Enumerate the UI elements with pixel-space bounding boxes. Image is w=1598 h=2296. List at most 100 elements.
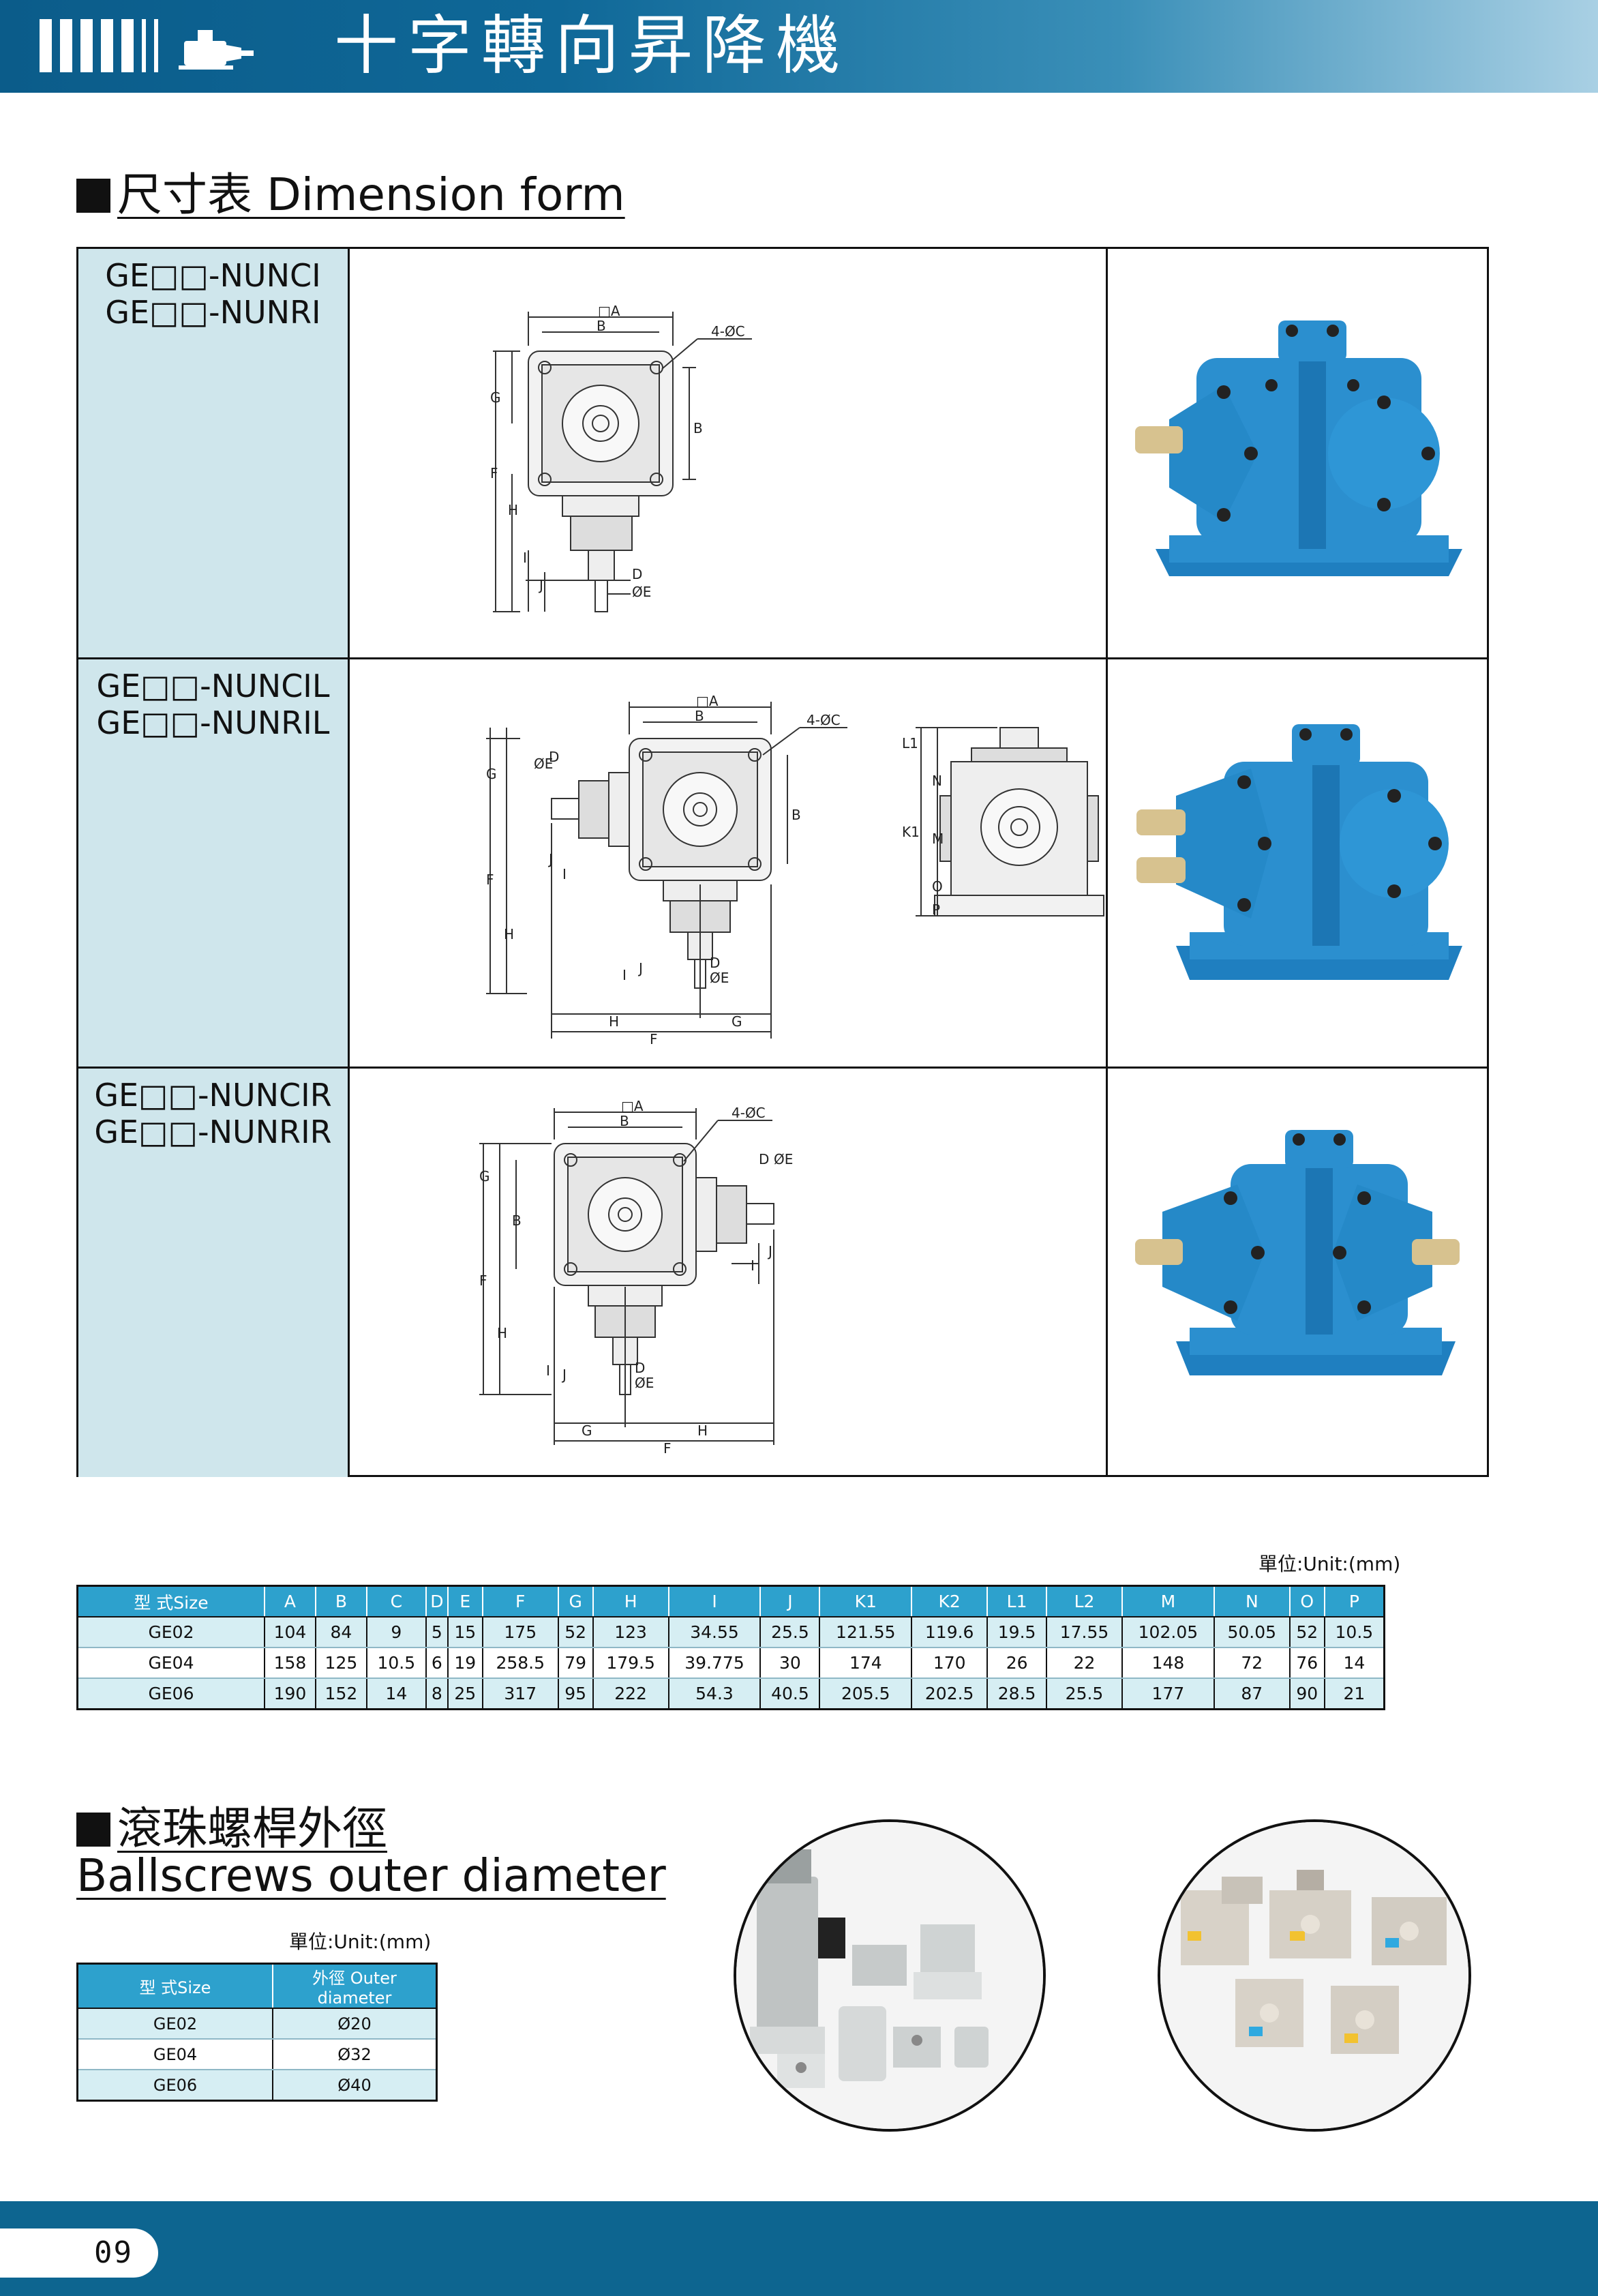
dim-label-d: D <box>549 749 559 765</box>
table-cell: 30 <box>759 1648 820 1679</box>
dimension-section-title: 尺寸表 Dimension form <box>76 158 625 224</box>
dim-label-a: □A <box>696 693 719 709</box>
dim-label-f: F <box>490 465 498 481</box>
model-row-nunci: GE□□-NUNCI GE□□-NUNRI <box>78 249 1487 659</box>
table-cell: 9 <box>365 1617 426 1648</box>
spec-header-o: O <box>1288 1585 1325 1617</box>
table-cell: 170 <box>911 1648 988 1679</box>
dim-label-a: □A <box>598 303 620 319</box>
table-cell: 79 <box>557 1648 593 1679</box>
table-cell: 25.5 <box>1046 1678 1122 1710</box>
dim-label-d: D <box>632 566 642 582</box>
ballscrew-section-title-en: Ballscrews outer diameter <box>76 1849 666 1902</box>
dim-label-f: F <box>663 1440 672 1457</box>
product-photo-cell <box>1108 659 1489 1067</box>
dim-label-h: H <box>697 1422 708 1439</box>
header-stripes-icon <box>40 19 158 72</box>
table-cell: 19 <box>447 1648 483 1679</box>
dim-label-o: O <box>932 878 943 895</box>
dim-label-j: J <box>547 851 553 867</box>
table-cell: 119.6 <box>911 1617 988 1648</box>
table-cell: Ø40 <box>272 2070 437 2102</box>
spec-header-d: D <box>425 1585 449 1617</box>
model-name: GE□□-NUNCIR <box>94 1077 332 1114</box>
ballscrew-title-zh-text: 滾珠螺桿外徑 <box>117 1802 387 1855</box>
table-cell: 104 <box>264 1617 316 1648</box>
dimension-section-title-text: 尺寸表 Dimension form <box>117 168 625 221</box>
dim-label-l1: L1 <box>902 735 918 751</box>
table-cell: 84 <box>314 1617 367 1648</box>
dim-label-i: I <box>546 1362 550 1379</box>
dia-header-outer-diameter: 外徑 Outer diameter <box>272 1963 437 2009</box>
table-cell: 17.55 <box>1046 1617 1122 1648</box>
spec-header-k2: K2 <box>911 1585 989 1617</box>
spec-header-j: J <box>759 1585 821 1617</box>
table-cell: GE02 <box>77 2008 273 2040</box>
table-cell: 10.5 <box>1323 1617 1385 1648</box>
page-title: 十字轉向昇降機 <box>334 9 850 83</box>
gearbox-units-photo <box>1158 1819 1471 2132</box>
table-cell: 25 <box>447 1678 483 1710</box>
dim-label-n: N <box>932 773 942 789</box>
product-photo-cell <box>1108 249 1489 657</box>
dim-label-c: 4-ØC <box>732 1105 766 1121</box>
dim-label-h: H <box>504 926 514 942</box>
gearbox-logo-icon <box>179 30 254 70</box>
ballscrew-section-title-zh: 滾珠螺桿外徑 <box>76 1792 387 1858</box>
table-cell: 175 <box>481 1617 558 1648</box>
dim-label-f: F <box>479 1272 487 1289</box>
dim-label-a: □A <box>621 1098 644 1114</box>
dim-label-e: ØE <box>710 970 729 986</box>
table-cell: GE02 <box>77 1617 265 1648</box>
technical-drawing-cell: □A B 4-ØC G F H ØE D B J I I J D ØE H G <box>350 659 1108 1067</box>
dim-label-c: 4-ØC <box>711 323 745 340</box>
model-name: GE□□-NUNRI <box>105 294 321 331</box>
table-cell: GE04 <box>77 1648 265 1679</box>
model-label-cell: GE□□-NUNCIR GE□□-NUNRIR <box>78 1069 350 1477</box>
table-cell: 22 <box>1046 1648 1122 1679</box>
dim-label-e: ØE <box>534 756 553 772</box>
product-photo-nuncil <box>1136 724 1462 980</box>
dim-label-b: B <box>693 420 703 436</box>
dim-label-i: I <box>562 866 567 882</box>
dim-label-i: I <box>751 1257 755 1274</box>
technical-drawing-nuncir: □A B 4-ØC G F H B D ØE J I I J D ØE G H <box>479 1098 793 1457</box>
dim-label-g: G <box>486 766 497 782</box>
spec-header-a: A <box>264 1585 316 1617</box>
spec-header-c: C <box>365 1585 427 1617</box>
table-cell: 148 <box>1121 1648 1214 1679</box>
dim-label-d: D <box>759 1151 769 1167</box>
product-photo-nuncir <box>1135 1130 1460 1375</box>
table-cell: 21 <box>1323 1678 1385 1710</box>
dim-label-g: G <box>479 1168 490 1184</box>
model-name: GE□□-NUNCI <box>105 257 321 294</box>
table-cell: 10.5 <box>365 1648 426 1679</box>
table-cell: 258.5 <box>481 1648 558 1679</box>
model-row-nuncil: GE□□-NUNCIL GE□□-NUNRIL <box>78 659 1487 1069</box>
table-cell: Ø32 <box>272 2039 437 2070</box>
table-cell: 76 <box>1288 1648 1325 1679</box>
table-cell: 26 <box>986 1648 1047 1679</box>
dim-label-h: H <box>609 1013 619 1030</box>
table-cell: 102.05 <box>1121 1617 1214 1648</box>
table-cell: GE06 <box>77 1678 265 1710</box>
product-photo-nunci <box>1135 320 1462 576</box>
table-cell: Ø20 <box>272 2008 437 2040</box>
dim-label-j: J <box>538 577 543 593</box>
table-cell: 52 <box>1288 1617 1325 1648</box>
dim-label-g: G <box>490 389 501 406</box>
dim-label-i: I <box>523 550 527 566</box>
spec-header-h: H <box>592 1585 669 1617</box>
table-cell: 202.5 <box>911 1678 988 1710</box>
table-cell: 40.5 <box>759 1678 820 1710</box>
table-cell: GE06 <box>77 2070 273 2102</box>
table-cell: 95 <box>557 1678 593 1710</box>
table-cell: 72 <box>1213 1648 1290 1679</box>
dim-label-b: B <box>620 1113 629 1129</box>
table-cell: 125 <box>314 1648 367 1679</box>
table-cell: 50.05 <box>1213 1617 1290 1648</box>
